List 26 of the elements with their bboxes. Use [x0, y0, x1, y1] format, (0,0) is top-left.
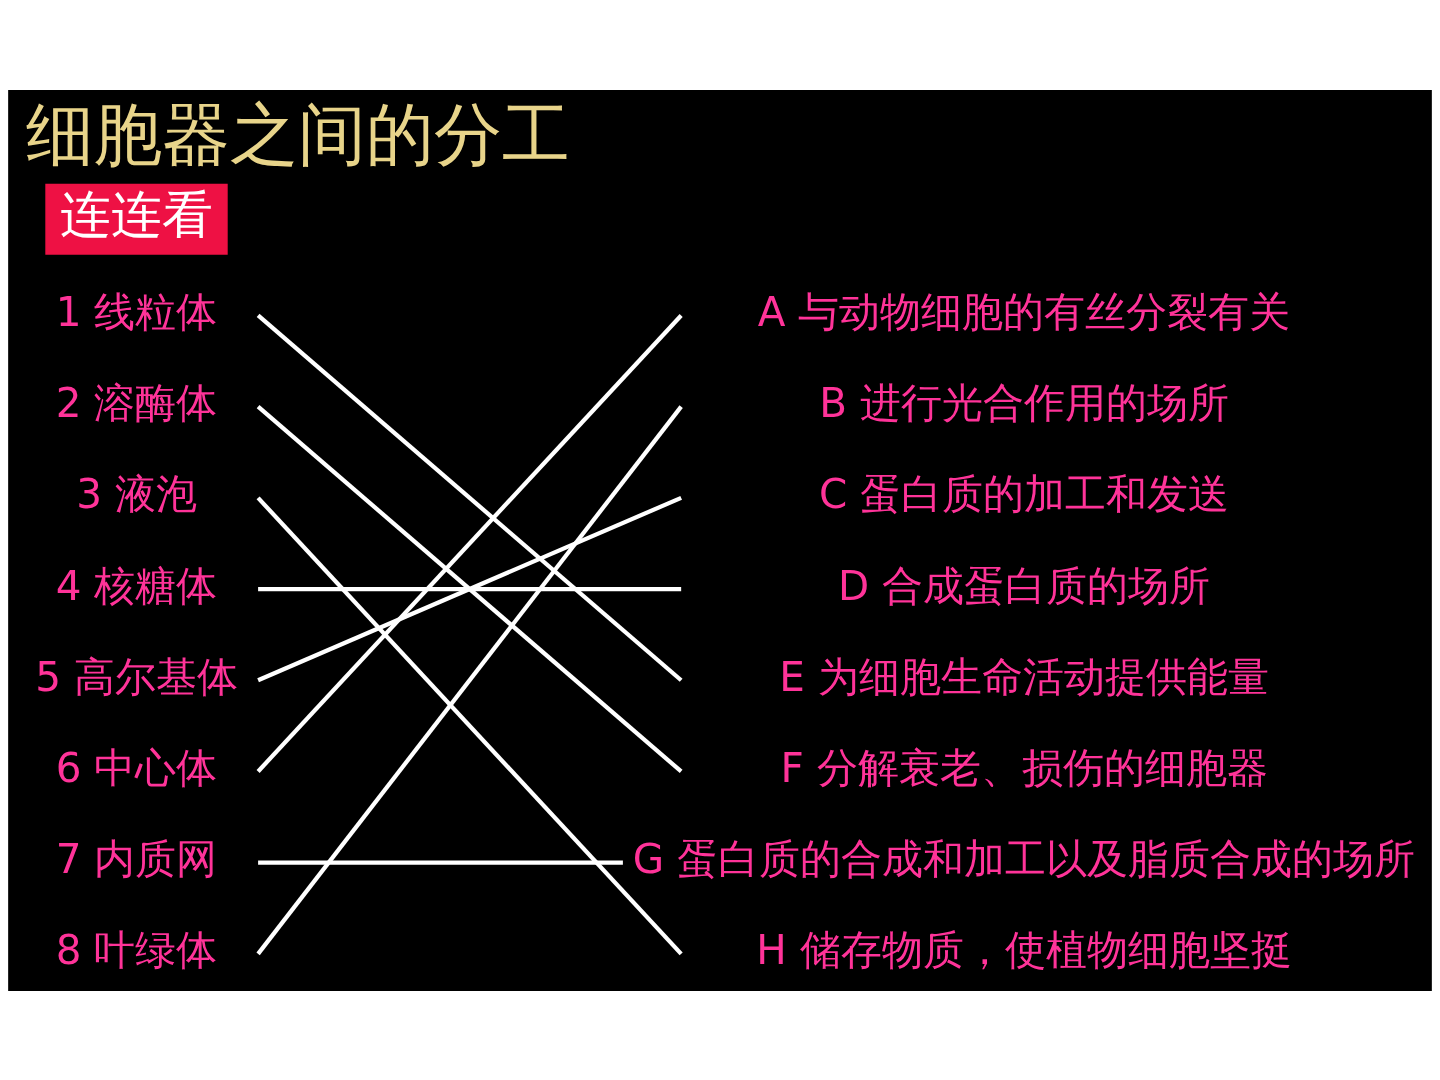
node-text: B 进行光合作用的场所	[819, 378, 1229, 427]
connector	[256, 313, 683, 773]
node-text: 5 高尔基体	[35, 652, 238, 701]
connector	[256, 313, 683, 682]
node-text: 1 线粒体	[55, 287, 218, 336]
node-text: 6 中心体	[55, 743, 218, 792]
connector	[256, 404, 683, 773]
diagram-title: 细胞器之间的分工	[25, 94, 570, 174]
node-text: 4 核糖体	[55, 561, 218, 610]
connector	[256, 404, 683, 955]
node-text: 8 叶绿体	[55, 925, 218, 974]
label: 连连看	[60, 184, 213, 244]
node-text: F 分解衰老、损伤的细胞器	[780, 743, 1268, 792]
node-text: A 与动物细胞的有丝分裂有关	[757, 287, 1291, 336]
node-text: E 为细胞生命活动提供能量	[779, 652, 1269, 701]
connector	[257, 495, 682, 682]
node-text: 3 液泡	[76, 469, 197, 518]
node-text: 7 内质网	[55, 834, 218, 883]
connector	[256, 495, 683, 955]
connector	[258, 586, 682, 591]
node-text: C 蛋白质的加工和发送	[818, 469, 1230, 518]
node-text: G 蛋白质的合成和加工以及脂质合成的场所	[632, 834, 1416, 883]
node-text: D 合成蛋白质的场所	[837, 561, 1211, 610]
node-text: H 储存物质，使植物细胞坚挺	[756, 925, 1292, 974]
connector	[258, 860, 623, 865]
node-text: 2 溶酶体	[55, 378, 218, 427]
